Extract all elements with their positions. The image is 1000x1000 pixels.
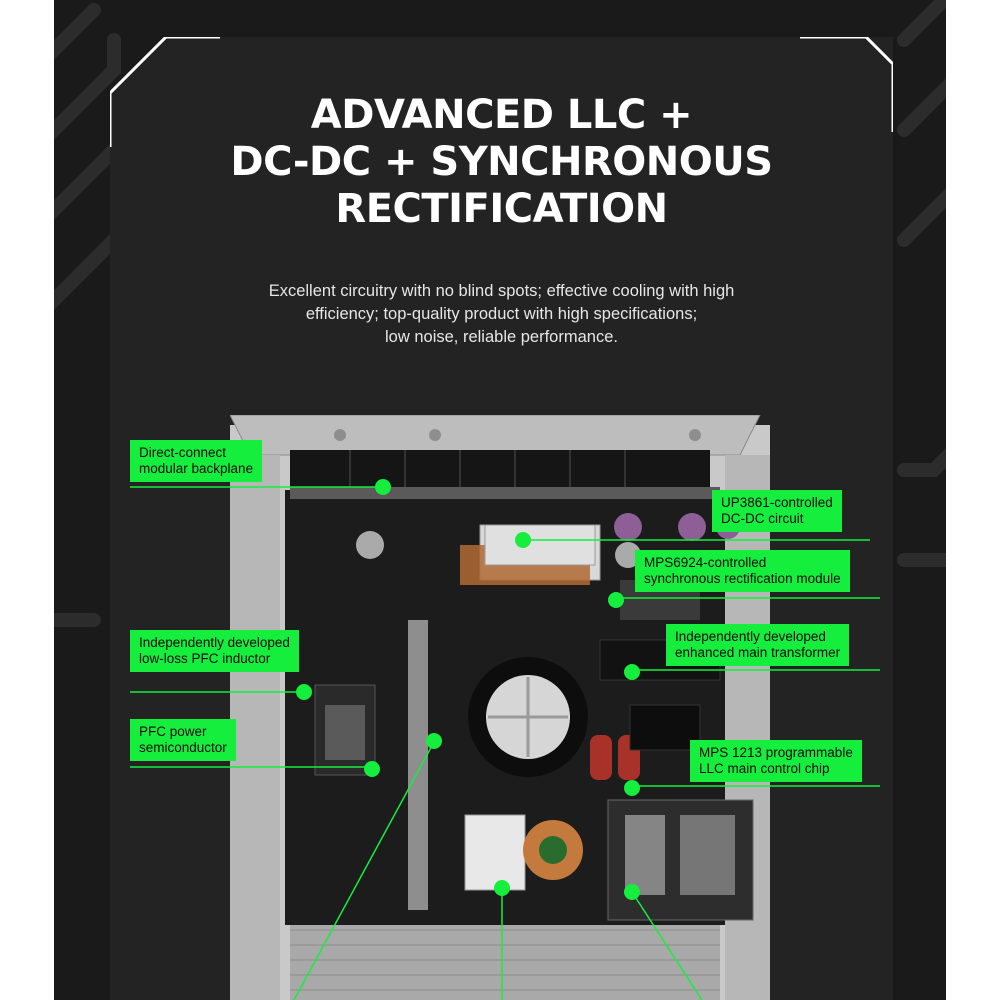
label-line: Independently developed xyxy=(139,635,290,650)
label-pfc-semiconductor: PFC power semiconductor xyxy=(130,719,236,761)
capacitor xyxy=(356,531,384,559)
title-line: DC-DC + SYNCHRONOUS xyxy=(230,139,773,185)
description-line: Excellent circuitry with no blind spots;… xyxy=(268,282,735,300)
screw xyxy=(689,429,701,441)
label-pfc-inductor: Independently developed low-loss PFC ind… xyxy=(130,630,299,672)
label-sync-rectification: MPS6924-controlled synchronous rectifica… xyxy=(635,550,850,592)
label-line: enhanced main transformer xyxy=(675,645,841,660)
heatsink-plate xyxy=(484,524,596,566)
label-line: DC-DC circuit xyxy=(721,511,804,526)
label-line: MPS6924-controlled xyxy=(644,555,767,570)
label-line: MPS 1213 programmable xyxy=(699,745,853,760)
page-title: ADVANCED LLC + DC-DC + SYNCHRONOUS RECTI… xyxy=(110,92,893,233)
ac-connector-block xyxy=(464,814,526,891)
label-line: modular backplane xyxy=(139,461,254,476)
film-capacitor xyxy=(590,735,612,780)
product-banner: ADVANCED LLC + DC-DC + SYNCHRONOUS RECTI… xyxy=(54,0,946,1000)
label-line: LLC main control chip xyxy=(699,761,830,776)
llc-chip xyxy=(629,704,701,751)
screw xyxy=(334,429,346,441)
label-line: UP3861-controlled xyxy=(721,495,833,510)
label-line: Direct-connect xyxy=(139,445,227,460)
title-line: ADVANCED LLC + xyxy=(310,92,693,138)
capacitor xyxy=(678,513,706,541)
label-line: Independently developed xyxy=(675,629,826,644)
modular-connectors xyxy=(290,450,710,490)
description-line: efficiency; top-quality product with hig… xyxy=(305,305,698,323)
label-dcdc-circuit: UP3861-controlled DC-DC circuit xyxy=(712,490,842,532)
label-main-transformer: Independently developed enhanced main tr… xyxy=(666,624,850,666)
screw xyxy=(429,429,441,441)
title-line: RECTIFICATION xyxy=(335,186,668,232)
backplane-strip xyxy=(290,487,720,499)
psu-internal-photo xyxy=(230,415,770,1000)
label-line: semiconductor xyxy=(139,740,227,755)
description-line: low noise, reliable performance. xyxy=(385,328,618,346)
label-line: PFC power xyxy=(139,724,207,739)
pfc-heatsink xyxy=(408,620,428,910)
fan-mesh xyxy=(290,915,720,1000)
capacitor xyxy=(614,513,642,541)
label-modular-backplane: Direct-connect modular backplane xyxy=(130,440,263,482)
chassis-left-wall xyxy=(230,455,280,1000)
label-llc-control-chip: MPS 1213 programmable LLC main control c… xyxy=(690,740,862,782)
label-line: synchronous rectification module xyxy=(644,571,841,586)
capacitor xyxy=(615,542,641,568)
label-line: low-loss PFC inductor xyxy=(139,651,271,666)
chassis-top-bracket xyxy=(230,415,761,456)
description: Excellent circuitry with no blind spots;… xyxy=(194,280,809,349)
